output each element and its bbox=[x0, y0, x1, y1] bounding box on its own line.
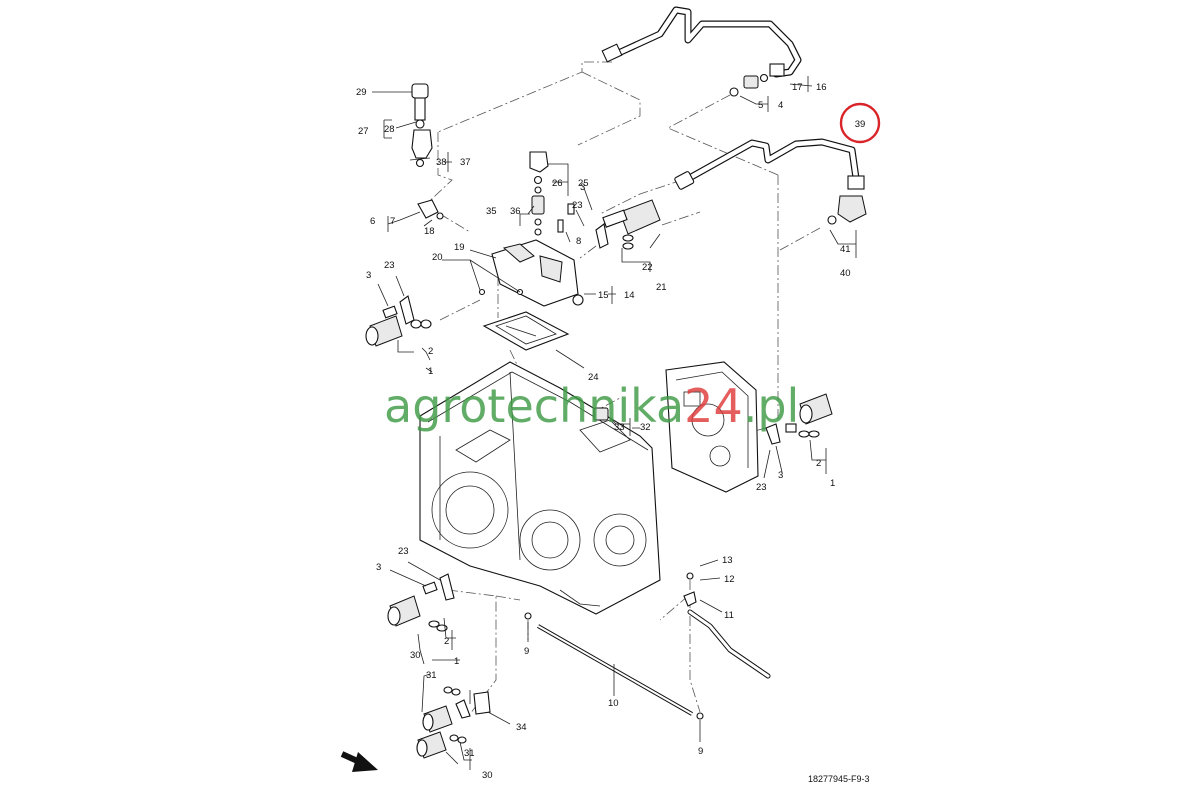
watermark: agrotechnika24.pl bbox=[384, 379, 799, 433]
highlighted-callout-label: 39 bbox=[855, 119, 866, 130]
callout-label: 16 bbox=[816, 82, 827, 93]
callout-label: 19 bbox=[454, 242, 465, 253]
callout-label: 23 bbox=[398, 546, 409, 557]
right-cover bbox=[665, 361, 833, 493]
callout-label: 14 bbox=[624, 290, 635, 301]
callout-label: 18 bbox=[424, 226, 435, 237]
leader-lines bbox=[372, 76, 857, 770]
callout-label: 26 bbox=[552, 178, 563, 189]
valve-column bbox=[529, 151, 575, 236]
callout-labels: 29 27 28 38 37 26 25 3 23 35 36 8 6 7 18… bbox=[356, 82, 851, 781]
callout-label: 3 bbox=[376, 562, 381, 573]
callout-label: 13 bbox=[722, 555, 733, 566]
callout-label: 31 bbox=[426, 670, 437, 681]
highlight-circle bbox=[839, 102, 881, 144]
solenoid-left bbox=[365, 295, 432, 347]
callout-label: 25 bbox=[578, 178, 589, 189]
drawing-reference-code: 18277945-F9-3 bbox=[808, 774, 870, 784]
pipe-lower bbox=[674, 138, 867, 225]
callout-label: 33 bbox=[614, 422, 625, 433]
callout-label: 2 bbox=[444, 636, 449, 647]
callout-label: 37 bbox=[460, 157, 471, 168]
watermark-part-main: agrotechnika bbox=[384, 379, 684, 433]
callout-label: 41 bbox=[840, 244, 851, 255]
callout-label: 3 bbox=[778, 470, 783, 481]
left-fittings bbox=[411, 83, 444, 220]
callout-label: 9 bbox=[524, 646, 529, 657]
transmission-housing bbox=[419, 361, 661, 615]
callout-label: 3 bbox=[580, 182, 585, 193]
callout-label: 10 bbox=[608, 698, 619, 709]
valve-block bbox=[478, 239, 584, 307]
callout-label: 3 bbox=[366, 270, 371, 281]
callout-label: 27 bbox=[358, 126, 369, 137]
callout-label: 36 bbox=[510, 206, 521, 217]
watermark-part-accent: 24 bbox=[684, 379, 743, 433]
rod-and-tube bbox=[524, 572, 771, 720]
callout-label: 24 bbox=[588, 372, 599, 383]
callout-label: 2 bbox=[428, 346, 433, 357]
callout-label: 28 bbox=[384, 124, 395, 135]
pipe-upper bbox=[601, 6, 802, 97]
callout-label: 32 bbox=[640, 422, 651, 433]
callout-label: 11 bbox=[724, 610, 734, 621]
callout-label: 35 bbox=[486, 206, 497, 217]
solenoid-lower-3 bbox=[416, 731, 467, 759]
callout-label: 31 bbox=[464, 748, 475, 759]
watermark-part-tld: .pl bbox=[743, 379, 800, 433]
callout-label: 30 bbox=[410, 650, 421, 661]
callout-label: 5 bbox=[758, 100, 763, 111]
callout-label: 1 bbox=[454, 656, 459, 667]
callout-label: 2 bbox=[816, 458, 821, 469]
callout-label: 38 bbox=[436, 157, 447, 168]
callout-label: 29 bbox=[356, 87, 367, 98]
orientation-arrow-icon bbox=[340, 751, 378, 772]
callout-label: 30 bbox=[482, 770, 493, 781]
callout-label: 21 bbox=[656, 282, 667, 293]
callout-label: 4 bbox=[778, 100, 783, 111]
callout-label: 22 bbox=[642, 262, 653, 273]
callout-label: 12 bbox=[724, 574, 735, 585]
callout-label: 40 bbox=[840, 268, 851, 279]
callout-label: 1 bbox=[428, 366, 433, 377]
gasket-plate bbox=[482, 311, 570, 351]
solenoid-upper bbox=[595, 199, 661, 250]
callout-label: 23 bbox=[572, 200, 583, 211]
callout-label: 34 bbox=[516, 722, 527, 733]
solenoid-lower-2 bbox=[422, 686, 491, 733]
callout-label: 15 bbox=[598, 290, 609, 301]
callout-label: 23 bbox=[384, 260, 395, 271]
callout-label: 1 bbox=[830, 478, 835, 489]
callout-label: 17 bbox=[792, 82, 803, 93]
callout-label: 8 bbox=[576, 236, 581, 247]
solenoid-lower-1 bbox=[387, 573, 455, 632]
callout-label: 6 bbox=[370, 216, 375, 227]
callout-label: 7 bbox=[390, 216, 395, 227]
callout-label: 20 bbox=[432, 252, 443, 263]
callout-label: 23 bbox=[756, 482, 767, 493]
callout-label: 9 bbox=[698, 746, 703, 757]
